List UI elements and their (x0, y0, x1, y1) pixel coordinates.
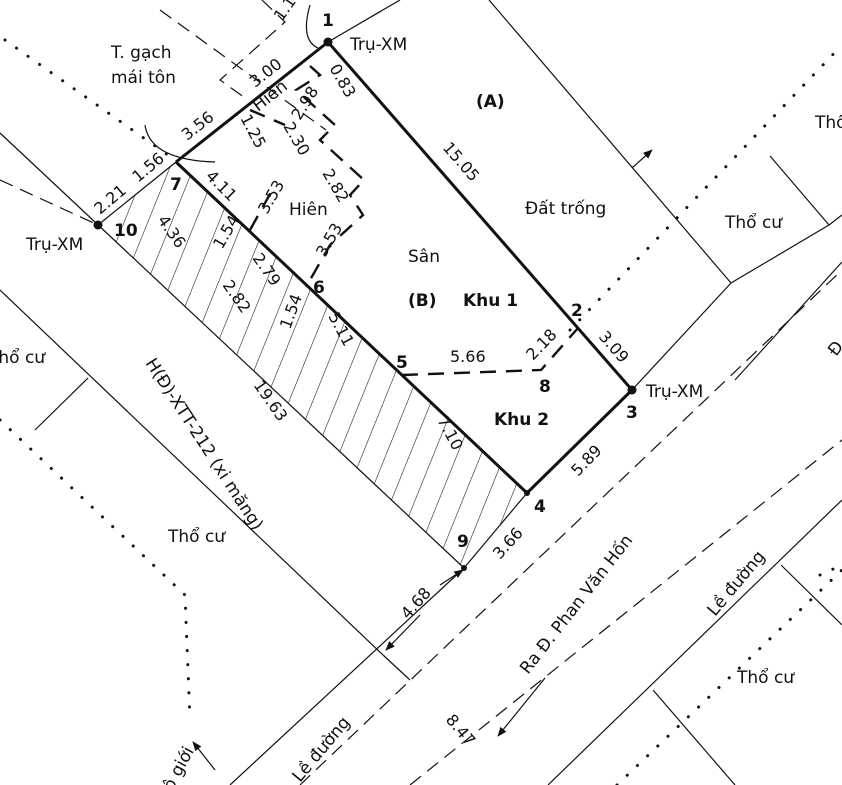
main-road-label: Ra Đ. Phan Văn Hốn (515, 530, 637, 678)
hatched-area (98, 162, 527, 568)
point-6: 6 (313, 278, 325, 298)
survey-points (93, 37, 637, 571)
khu-1-label: Khu 1 (463, 291, 518, 311)
marker-tru-3: Trụ-XM (645, 382, 703, 402)
porch-outline (248, 65, 366, 288)
point-7: 7 (170, 175, 182, 195)
parcel-b-label: (B) (408, 291, 437, 311)
tho-cu-label-2: Thổ cư (814, 112, 842, 133)
marker-tru-1: Trụ-XM (349, 35, 407, 55)
point-10: 10 (114, 221, 138, 241)
tho-cu-label-5: Thổ cư (736, 667, 795, 688)
tho-cu-label-4: Thổ cư (167, 526, 226, 547)
point-8: 8 (539, 377, 551, 397)
dim-2-30: 2.30 (280, 119, 314, 159)
sidewalk-label-1: Lề đường (288, 712, 355, 785)
gach-label-2: mái tôn (111, 68, 176, 88)
dim-3-53a: 3.53 (254, 177, 288, 217)
tho-cu-label-1: Thổ cư (724, 212, 783, 233)
sidewalk-label-2: Lề đường (703, 546, 770, 620)
marker-tru-10: Trụ-XM (25, 235, 83, 255)
dim-7-1a: 3.56 (178, 107, 218, 144)
parcel-a-label: (A) (476, 92, 505, 112)
point-9: 9 (457, 532, 469, 552)
road-edge-label: Đ (824, 337, 842, 360)
alley-label: H(Đ)-XTT-212 (xi măng) (141, 355, 267, 534)
dim-0-83: 0.83 (326, 61, 360, 101)
dim-road: 8.47 (442, 710, 479, 750)
point-2: 2 (571, 301, 583, 321)
dim-3-53b: 3.53 (312, 220, 346, 260)
point-5: 5 (396, 353, 408, 373)
roof-shed-outline (144, 0, 327, 163)
dim-top: 1.10 (270, 0, 306, 24)
point-1: 1 (322, 11, 334, 31)
lo-gioi-label: Lộ giới (155, 744, 199, 785)
dim-8-2: 2.18 (522, 325, 560, 364)
khu-2-label: Khu 2 (494, 410, 549, 430)
dim-9-road: 4.68 (397, 583, 435, 622)
tho-cu-label-3: Thổ cư (0, 347, 46, 368)
dat-trong-label: Đất trống (525, 198, 606, 219)
point-4: 4 (534, 497, 546, 517)
san-label: Sân (408, 247, 440, 267)
dim-1-25: 1.25 (236, 111, 270, 151)
dim-5-8: 5.66 (450, 347, 486, 366)
dim-2-98: 2.98 (287, 83, 322, 123)
gach-label-1: T. gạch (110, 43, 172, 63)
dim-2-3: 3.09 (595, 327, 633, 366)
point-3: 3 (626, 403, 638, 423)
hien-label-2: Hiên (289, 200, 328, 220)
